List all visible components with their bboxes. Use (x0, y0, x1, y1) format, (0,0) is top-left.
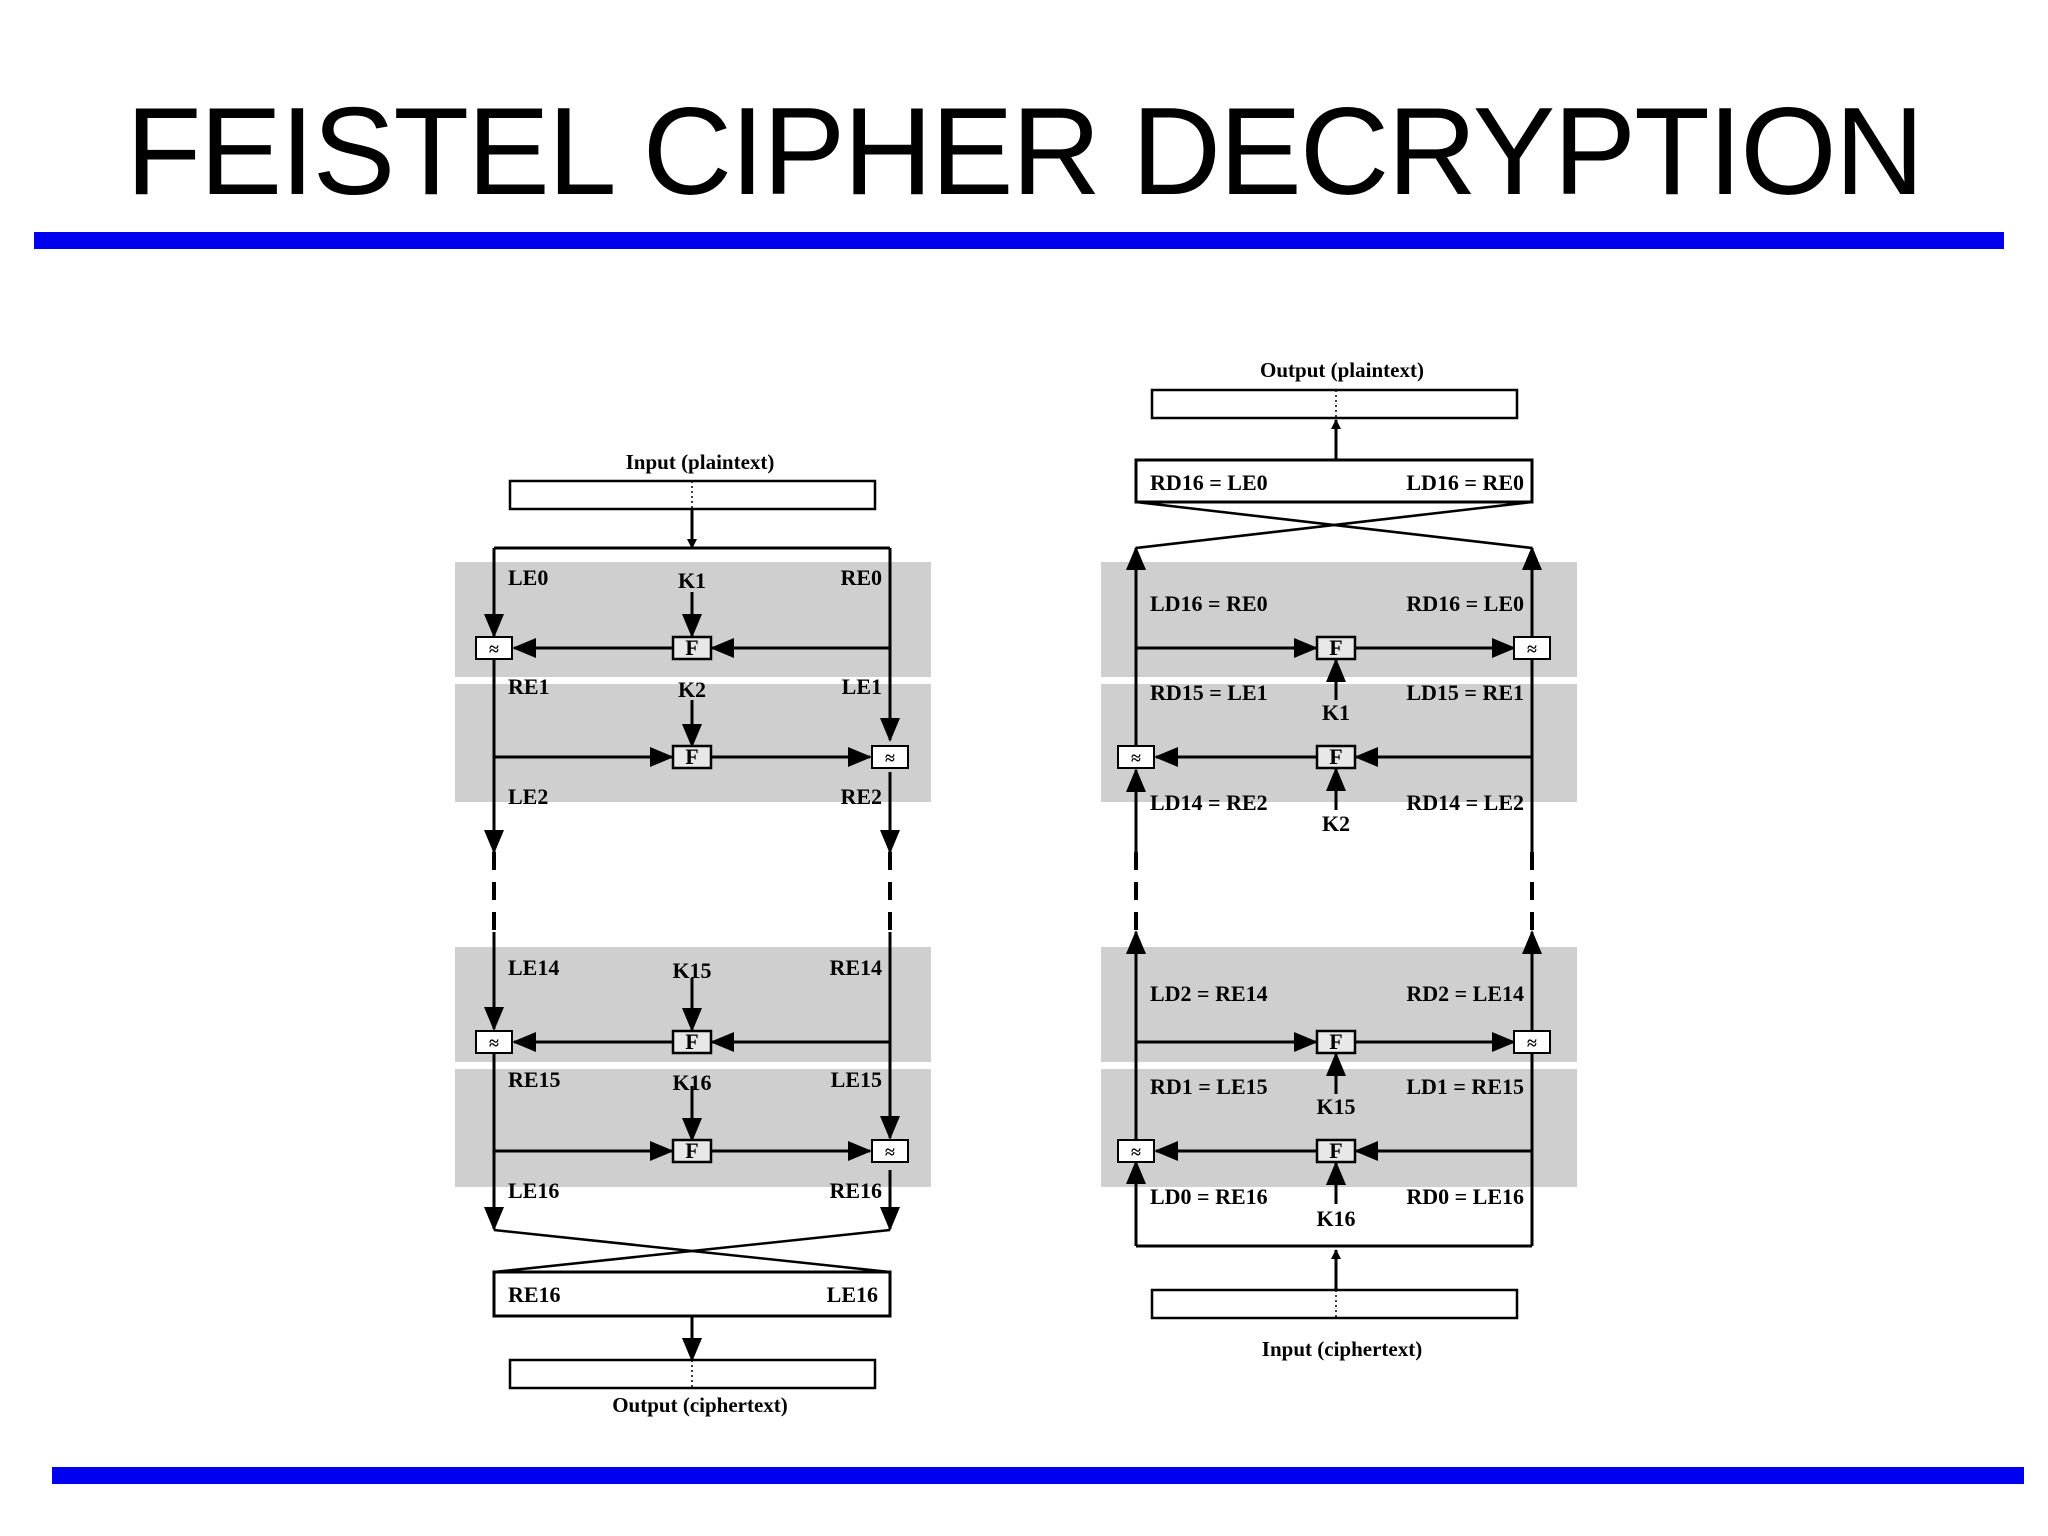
dec-key-label: K2 (1322, 811, 1350, 836)
enc-label: RE16 (829, 1178, 882, 1203)
enc-input-box (508, 479, 877, 511)
svg-text:F: F (1329, 744, 1342, 769)
dec-label: LD2 = RE14 (1150, 981, 1268, 1006)
dec-output-box (1150, 388, 1519, 420)
enc-label: LE14 (508, 955, 559, 980)
enc-key-label: K16 (672, 1070, 711, 1095)
svg-text:F: F (1329, 1138, 1342, 1163)
dec-label: RD15 = LE1 (1150, 680, 1268, 705)
enc-input-caption: Input (plaintext) (626, 450, 775, 474)
enc-label: RE14 (829, 955, 882, 980)
enc-label: LE16 (508, 1178, 559, 1203)
dec-swap-left-label: RD16 = LE0 (1150, 470, 1268, 495)
dec-label: LD1 = RE15 (1406, 1074, 1524, 1099)
enc-key-label: K1 (678, 568, 706, 593)
svg-text:F: F (685, 635, 698, 660)
enc-swap-right-label: LE16 (827, 1282, 878, 1307)
svg-text:F: F (1329, 1029, 1342, 1054)
enc-key-label: K2 (678, 677, 706, 702)
dec-xor-box-2 (1117, 745, 1155, 769)
dec-label: LD0 = RE16 (1150, 1184, 1268, 1209)
dec-label: LD14 = RE2 (1150, 790, 1268, 815)
svg-text:≈: ≈ (1527, 639, 1537, 659)
decryption-diagram: Output (plaintext) RD16 = LE0 LD16 = RE0 (1101, 358, 1577, 1361)
dec-key-label: K15 (1316, 1094, 1355, 1119)
slide-title: FEISTEL CIPHER DECRYPTION (125, 83, 1925, 221)
enc-swap-box (492, 1270, 892, 1318)
dec-key-label: K16 (1316, 1206, 1355, 1231)
dec-output-caption: Output (plaintext) (1260, 358, 1424, 382)
enc-xor-box-2 (871, 745, 909, 769)
dec-f-box-1 (1315, 635, 1357, 661)
enc-output-caption: Output (ciphertext) (612, 1393, 788, 1417)
svg-text:≈: ≈ (489, 639, 499, 659)
dec-label: LD16 = RE0 (1150, 591, 1268, 616)
dec-label: RD0 = LE16 (1406, 1184, 1524, 1209)
dec-label: RD1 = LE15 (1150, 1074, 1268, 1099)
dec-label: LD15 = RE1 (1406, 680, 1524, 705)
svg-text:≈: ≈ (885, 748, 895, 768)
enc-label: RE2 (840, 784, 882, 809)
dec-input-caption: Input (ciphertext) (1262, 1337, 1422, 1361)
dec-xor-box-15 (1513, 1030, 1551, 1054)
enc-f-box-16 (671, 1138, 713, 1164)
enc-swap-left-label: RE16 (508, 1282, 561, 1307)
enc-xor-box-1 (475, 636, 513, 660)
enc-label: RE1 (508, 674, 550, 699)
bottom-accent-rule (52, 1467, 2024, 1484)
enc-output-box (508, 1358, 877, 1390)
dec-xor-box-1 (1513, 636, 1551, 660)
dec-key-label: K1 (1322, 700, 1350, 725)
svg-text:≈: ≈ (1527, 1033, 1537, 1053)
top-accent-rule (34, 232, 2004, 249)
dec-swap-right-label: LD16 = RE0 (1406, 470, 1524, 495)
dec-f-box-15 (1315, 1029, 1357, 1055)
dec-f-box-2 (1315, 744, 1357, 770)
enc-label: LE2 (508, 784, 548, 809)
svg-text:≈: ≈ (1131, 1142, 1141, 1162)
enc-key-label: K15 (672, 958, 711, 983)
enc-f-box-15 (671, 1029, 713, 1055)
svg-text:≈: ≈ (885, 1142, 895, 1162)
enc-label: RE15 (508, 1067, 561, 1092)
enc-label: LE1 (842, 674, 882, 699)
dec-xor-box-16 (1117, 1139, 1155, 1163)
enc-f-box-2 (671, 744, 713, 770)
svg-text:F: F (685, 1138, 698, 1163)
svg-text:≈: ≈ (1131, 748, 1141, 768)
dec-input-box (1150, 1288, 1519, 1320)
svg-text:F: F (685, 744, 698, 769)
enc-xor-box-16 (871, 1139, 909, 1163)
dec-f-box-16 (1315, 1138, 1357, 1164)
svg-text:F: F (1329, 635, 1342, 660)
dec-label: RD16 = LE0 (1406, 591, 1524, 616)
enc-label: LE0 (508, 565, 548, 590)
svg-text:≈: ≈ (489, 1033, 499, 1053)
svg-text:F: F (685, 1029, 698, 1054)
dec-label: RD2 = LE14 (1406, 981, 1524, 1006)
enc-label: RE0 (840, 565, 882, 590)
enc-xor-box-15 (475, 1030, 513, 1054)
encryption-diagram: Input (plaintext) F (455, 450, 931, 1417)
enc-label: LE15 (831, 1067, 882, 1092)
dec-label: RD14 = LE2 (1406, 790, 1524, 815)
enc-f-box-1 (671, 635, 713, 661)
